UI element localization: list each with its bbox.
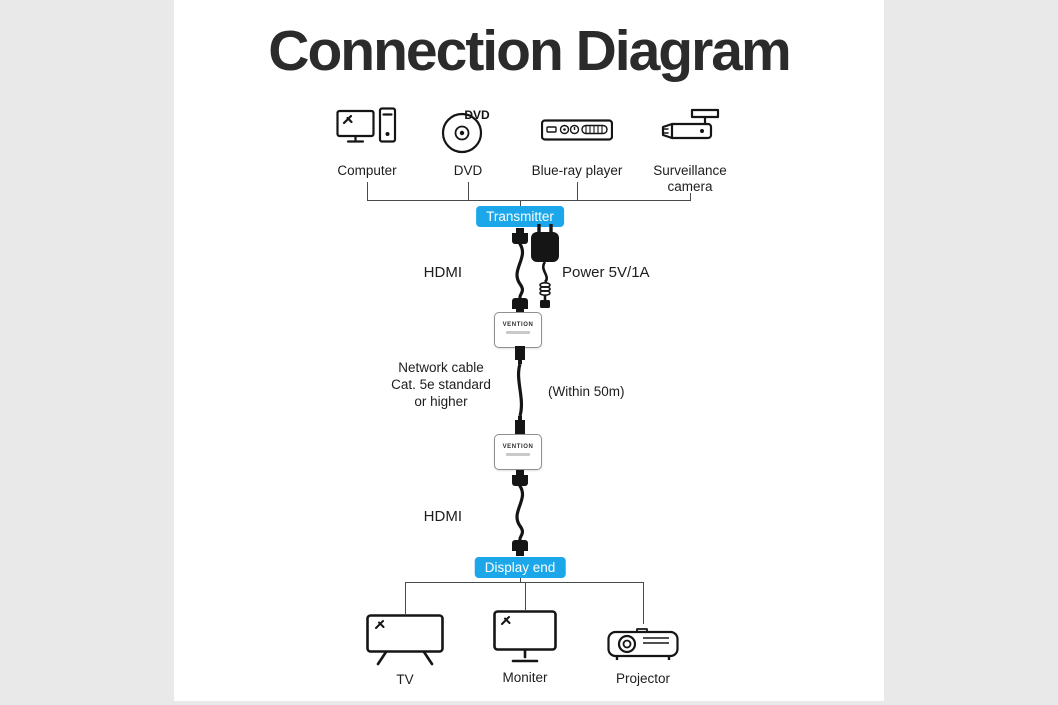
within-50m-label: (Within 50m) [548, 384, 625, 399]
surveillance-camera-icon [658, 104, 722, 156]
bracket-line [577, 182, 578, 200]
display-monitor: Moniter [493, 610, 557, 686]
bracket-line [367, 200, 691, 201]
white-panel [174, 0, 884, 701]
source-computer: Computer [317, 104, 417, 179]
source-label: Blue-ray player [531, 163, 623, 178]
power-label: Power 5V/1A [562, 264, 650, 281]
display-end-badge: Display end [474, 557, 566, 578]
projector-icon [607, 624, 679, 664]
dvd-icon: DVD [439, 104, 497, 156]
network-cable-icon [508, 346, 532, 434]
vention-logo: VENTION [502, 444, 534, 450]
display-projector: Projector [607, 624, 679, 687]
source-blueray: Blue-ray player [522, 104, 632, 179]
network-cable-label: Network cable Cat. 5e standard or higher [391, 360, 491, 409]
source-label: Computer [337, 163, 397, 178]
monitor-icon [493, 610, 557, 664]
transmitter-box: VENTION [494, 312, 542, 348]
transmitter-badge: Transmitter [476, 206, 564, 227]
page-title: Connection Diagram [268, 19, 791, 83]
vention-logo: VENTION [502, 322, 534, 328]
computer-icon [336, 104, 398, 156]
source-label: DVD [453, 163, 483, 178]
display-label: TV [396, 672, 414, 687]
blueray-player-icon [541, 104, 613, 156]
bracket-line [520, 200, 521, 207]
bracket-line [690, 193, 691, 200]
power-adapter-icon [527, 224, 563, 310]
hdmi-label-bottom: HDMI [423, 508, 462, 525]
display-tv: TV [366, 614, 444, 688]
hdmi-cable-icon [507, 228, 533, 314]
source-surveillance-camera: Surveillance camera [640, 104, 740, 194]
bracket-line [468, 182, 469, 200]
display-label: Moniter [502, 670, 548, 685]
hdmi-label-top: HDMI [423, 264, 462, 281]
bracket-line [405, 582, 406, 614]
tv-icon [366, 614, 444, 666]
box-subtext [506, 453, 530, 456]
receiver-box: VENTION [494, 434, 542, 470]
bracket-line [367, 182, 368, 200]
display-label: Projector [615, 671, 671, 686]
bracket-line [525, 582, 526, 610]
bracket-line [405, 582, 643, 583]
bracket-line [520, 578, 521, 582]
source-label: Surveillance camera [653, 163, 727, 194]
hdmi-cable-icon [507, 470, 533, 556]
bracket-line [643, 582, 644, 624]
source-dvd: DVD DVD [418, 104, 518, 179]
box-subtext [506, 331, 530, 334]
dvd-icon-text: DVD [464, 108, 490, 122]
